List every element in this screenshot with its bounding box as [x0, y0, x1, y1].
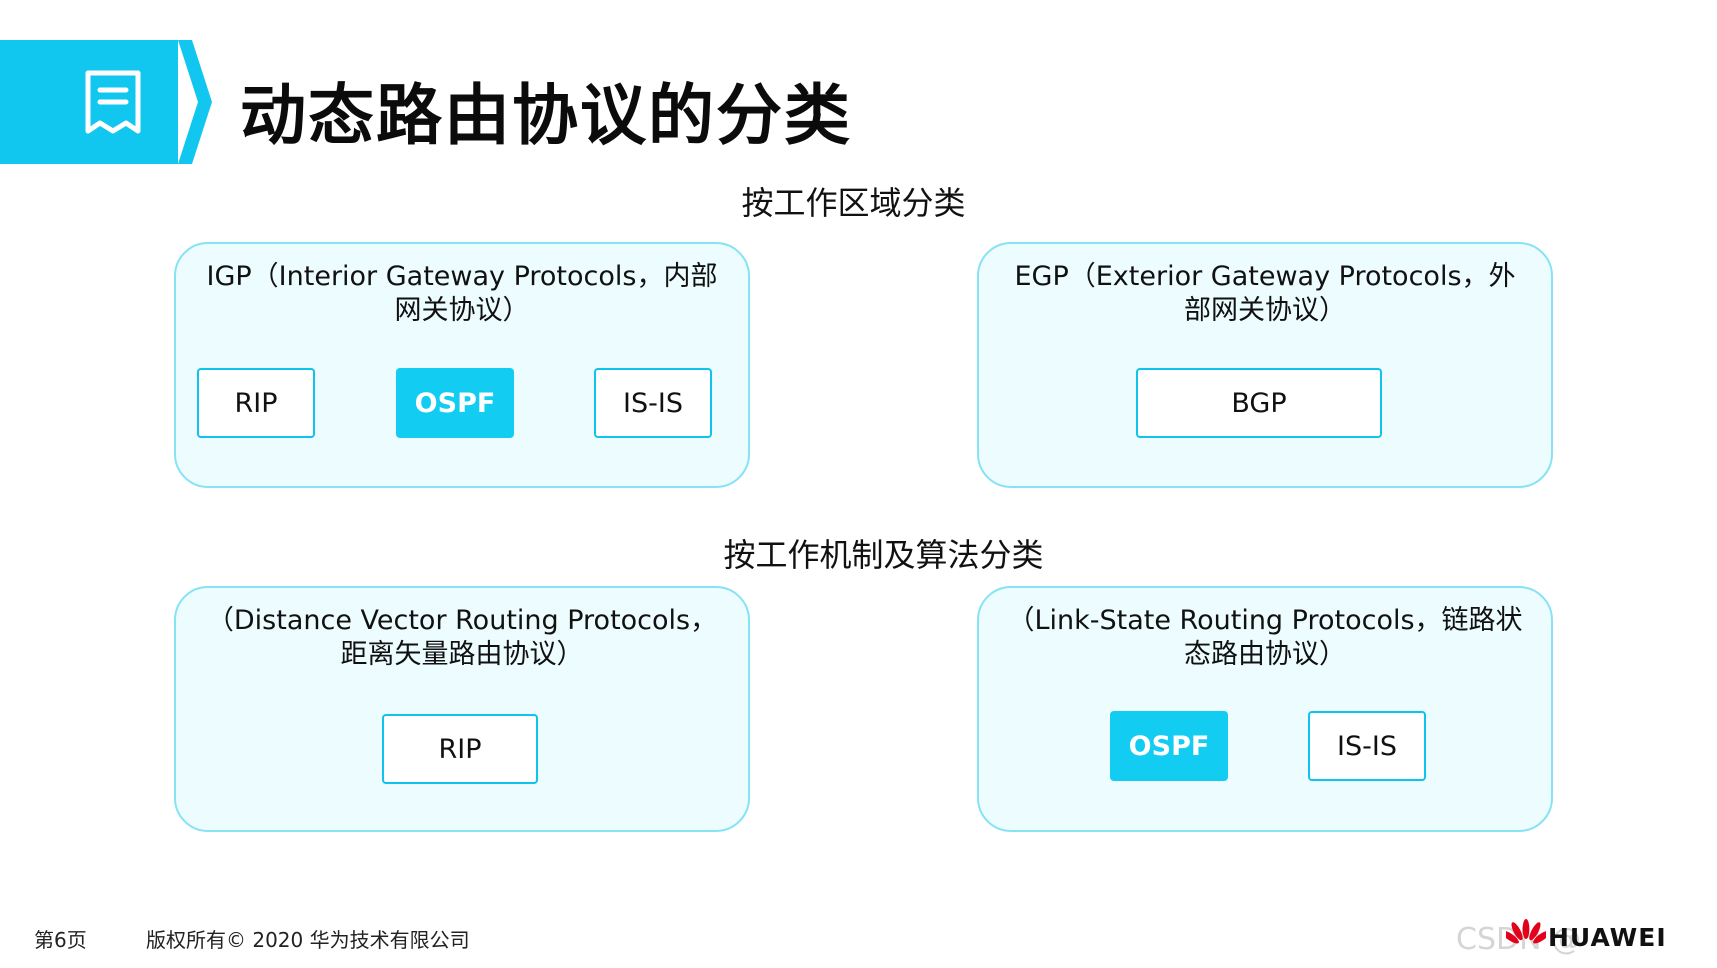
igp-panel: IGP（Interior Gateway Protocols，内部网关协议） R… — [174, 242, 750, 488]
protocol-chip-rip: RIP — [197, 368, 315, 438]
protocol-chip-ospf: OSPF — [396, 368, 514, 438]
protocol-chip-rip-dv: RIP — [382, 714, 538, 784]
egp-description: EGP（Exterior Gateway Protocols，外部网关协议） — [1014, 261, 1516, 326]
igp-description: IGP（Interior Gateway Protocols，内部网关协议） — [206, 261, 718, 326]
page-title: 动态路由协议的分类 — [240, 77, 852, 154]
link-state-description: （Link-State Routing Protocols，链路状态路由协议） — [1007, 605, 1523, 670]
huawei-wordmark: HUAWEI — [1548, 923, 1667, 952]
copyright: 版权所有© 2020 华为技术有限公司 — [146, 928, 470, 952]
protocol-chip-is-is-ls: IS-IS — [1308, 711, 1426, 781]
protocol-chip-ospf-ls: OSPF — [1110, 711, 1228, 781]
link-state-panel: （Link-State Routing Protocols，链路状态路由协议） … — [977, 586, 1553, 832]
document-list-icon — [85, 70, 141, 134]
page-number: 第6页 — [34, 928, 87, 952]
egp-panel: EGP（Exterior Gateway Protocols，外部网关协议） B… — [977, 242, 1553, 488]
section-title-by-area: 按工作区域分类 — [741, 184, 966, 222]
section-title-by-algorithm: 按工作机制及算法分类 — [723, 536, 1044, 574]
distance-vector-description: （Distance Vector Routing Protocols，距离矢量路… — [206, 605, 718, 670]
banner-chevron — [178, 40, 212, 164]
distance-vector-panel: （Distance Vector Routing Protocols，距离矢量路… — [174, 586, 750, 832]
protocol-chip-is-is: IS-IS — [594, 368, 712, 438]
protocol-chip-bgp: BGP — [1136, 368, 1382, 438]
huawei-logo-icon — [1506, 919, 1546, 944]
